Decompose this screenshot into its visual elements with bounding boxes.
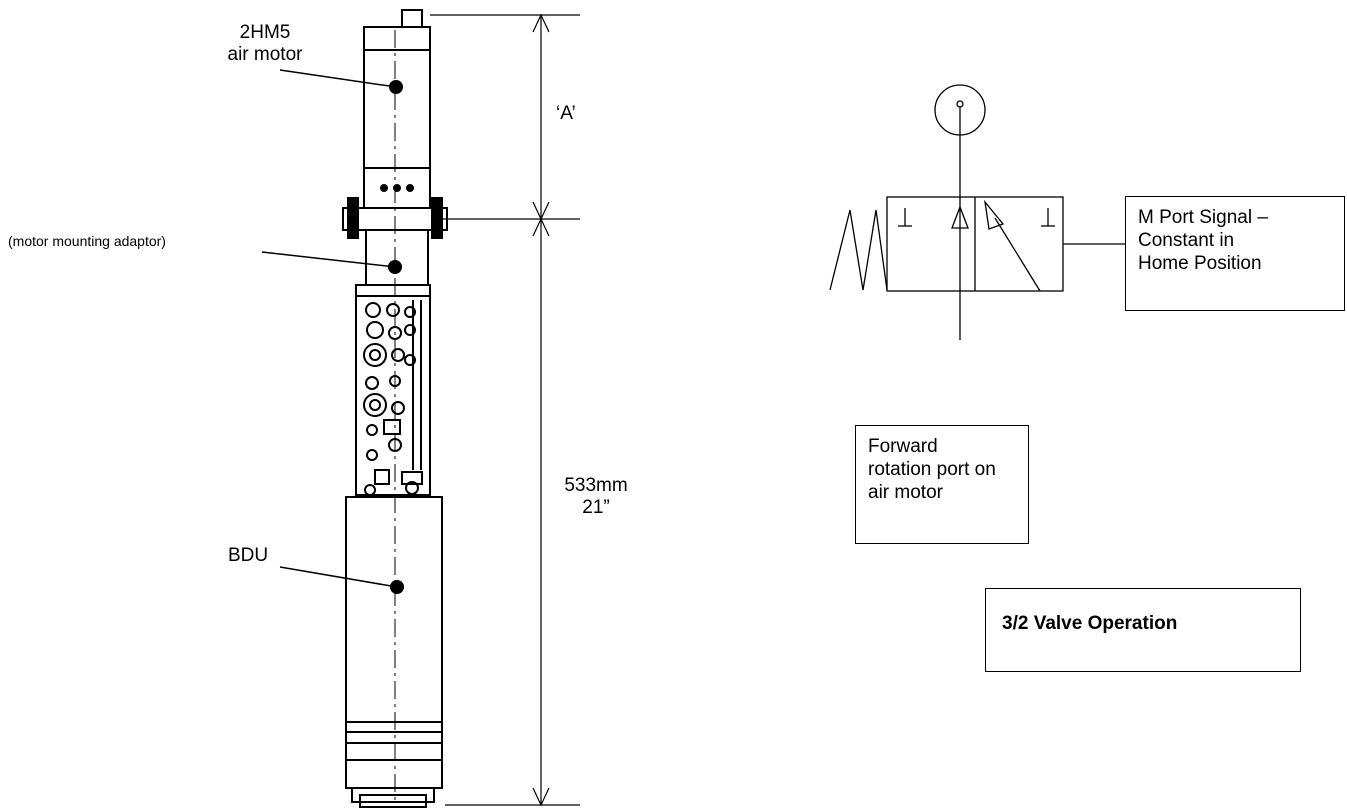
m-port-line2: Constant in (1138, 229, 1235, 251)
dimension-mm: 533mm (564, 475, 628, 496)
dimension-a-label: ‘A’ (556, 103, 576, 124)
forward-line2: rotation port on (868, 458, 996, 480)
dimension-inch: 21” (582, 496, 610, 518)
air-motor-label-line1: 2HM5 (239, 22, 291, 43)
m-port-line3: Home Position (1138, 252, 1262, 274)
forward-line1: Forward (868, 436, 938, 457)
air-motor-label-line2: air motor (227, 43, 303, 65)
tool-assembly (342, 9, 448, 808)
m-port-signal-box: M Port Signal – Constant in Home Positio… (1125, 196, 1345, 311)
forward-line3: air motor (868, 481, 943, 503)
adaptor-label: (motor mounting adaptor) (8, 233, 166, 249)
bdu-label: BDU (228, 545, 269, 566)
valve-operation-title: 3/2 Valve Operation (1002, 613, 1178, 634)
leader-lines (261, 69, 398, 588)
forward-rotation-box: Forward rotation port on air motor (855, 425, 1029, 544)
valve-symbol (829, 84, 1125, 340)
air-motor-label: 2HM5 air motor (210, 22, 320, 66)
dimension-lines (430, 13, 580, 807)
dimension-total-label: 533mm 21” (550, 475, 642, 519)
m-port-line1: M Port Signal – (1138, 207, 1268, 228)
valve-operation-title-box: 3/2 Valve Operation (985, 588, 1301, 672)
